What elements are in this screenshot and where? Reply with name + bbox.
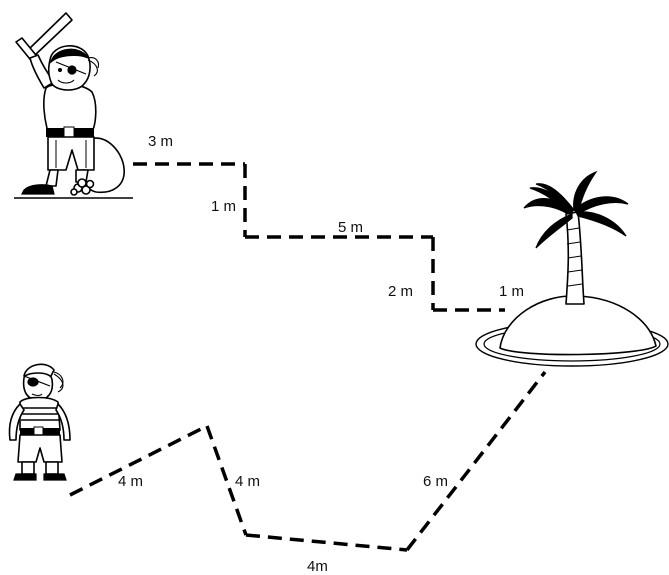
bottom-route — [69, 370, 547, 552]
bottom-route-label-4: 6 m — [423, 473, 449, 490]
palm-island-figure — [475, 170, 669, 367]
bottom-route-segment-1 — [69, 424, 208, 497]
top-route-label-5: 1 m — [499, 283, 525, 300]
bottom-route-label-3: 4m — [307, 558, 328, 575]
bottom-route-segment-4 — [405, 370, 547, 552]
top-route-label-1: 3 m — [148, 133, 174, 150]
bottom-route-label-1: 4 m — [118, 473, 144, 490]
top-route-label-2: 1 m — [211, 198, 237, 215]
pirate-bottom-figure — [8, 363, 71, 481]
bottom-route-segment-2 — [205, 425, 248, 536]
top-route-label-3: 5 m — [338, 219, 364, 236]
top-route-label-4: 2 m — [388, 283, 414, 300]
bottom-route-segment-3 — [245, 533, 408, 552]
pirate-top-figure — [14, 12, 133, 199]
bottom-route-label-2: 4 m — [235, 473, 261, 490]
top-route — [133, 162, 505, 312]
